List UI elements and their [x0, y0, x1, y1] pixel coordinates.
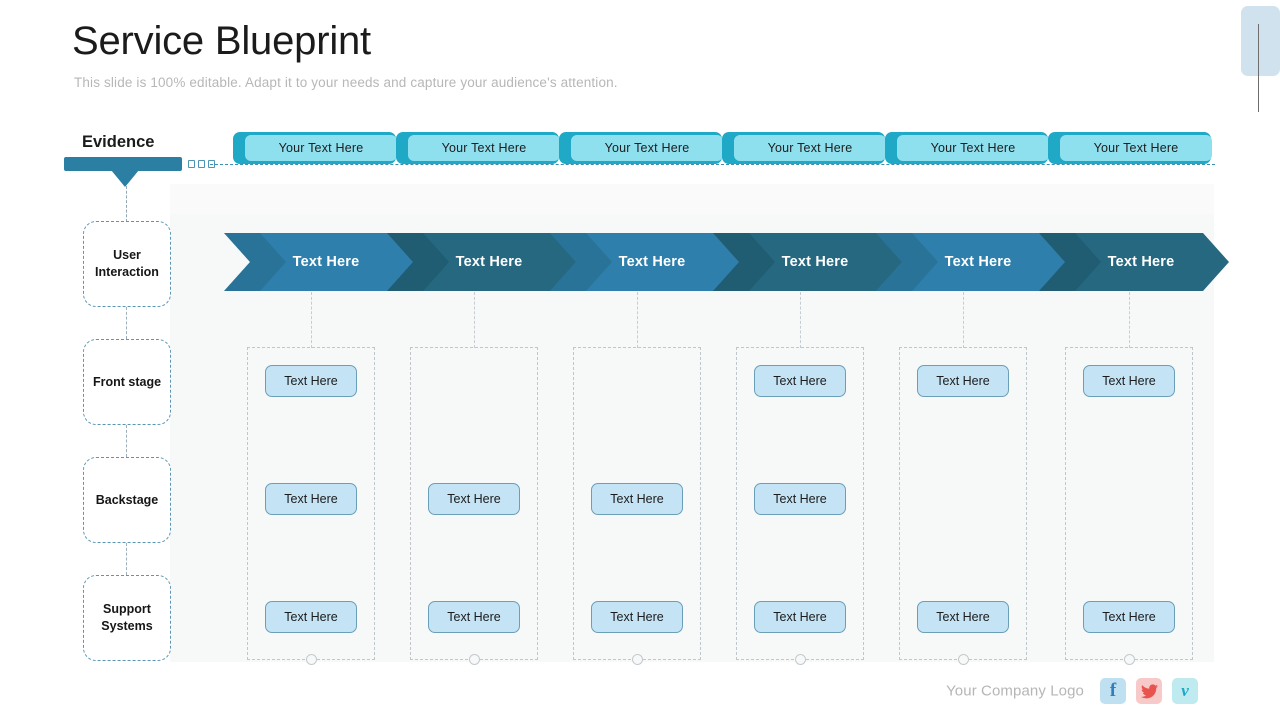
- evidence-pill-label: Your Text Here: [1060, 135, 1212, 161]
- column-end-dot-1: [305, 654, 317, 665]
- process-chevron-5[interactable]: Text Here: [876, 233, 1066, 291]
- column-end-dot-2: [468, 654, 480, 665]
- chevron-label: Text Here: [781, 254, 849, 270]
- grid-cell-r3-c3[interactable]: Text Here: [591, 601, 683, 633]
- grid-cell-r3-c1[interactable]: Text Here: [265, 601, 357, 633]
- chevron-label: Text Here: [455, 254, 523, 270]
- stage-box-1[interactable]: User Interaction: [83, 221, 171, 307]
- evidence-pill-3[interactable]: Your Text Here: [559, 132, 723, 164]
- column-end-dot-5: [957, 654, 969, 665]
- stage-box-3[interactable]: Backstage: [83, 457, 171, 543]
- process-chevron-2[interactable]: Text Here: [387, 233, 577, 291]
- column-end-dot-3: [631, 654, 643, 665]
- process-chevron-4[interactable]: Text Here: [713, 233, 903, 291]
- grid-cell-r2-c2[interactable]: Text Here: [428, 483, 520, 515]
- grid-cell-r1-c4[interactable]: Text Here: [754, 365, 846, 397]
- chevron-label: Text Here: [944, 254, 1012, 270]
- evidence-pill-5[interactable]: Your Text Here: [885, 132, 1049, 164]
- facebook-glyph: f: [1109, 680, 1117, 701]
- column-end-dot-6: [1123, 654, 1135, 665]
- grid-cell-r3-c4[interactable]: Text Here: [754, 601, 846, 633]
- stage-box-2[interactable]: Front stage: [83, 339, 171, 425]
- page-title: Service Blueprint: [72, 19, 371, 63]
- page-subtitle: This slide is 100% editable. Adapt it to…: [74, 75, 618, 90]
- chevron-drop-line-6: [1129, 292, 1130, 348]
- scrollbar-thumb[interactable]: [1241, 6, 1280, 76]
- evidence-pill-1[interactable]: Your Text Here: [233, 132, 397, 164]
- chevron-drop-line-5: [963, 292, 964, 348]
- stage-connector-1: [126, 307, 127, 339]
- evidence-pill-4[interactable]: Your Text Here: [722, 132, 886, 164]
- grid-cell-r3-c6[interactable]: Text Here: [1083, 601, 1175, 633]
- evidence-dashed-line: [210, 163, 1215, 165]
- twitter-icon[interactable]: [1136, 678, 1162, 704]
- twitter-bird-glyph: [1140, 683, 1158, 698]
- grid-cell-r1-c6[interactable]: Text Here: [1083, 365, 1175, 397]
- chevron-drop-line-3: [637, 292, 638, 348]
- process-chevron-1[interactable]: Text Here: [224, 233, 414, 291]
- evidence-pill-6[interactable]: Your Text Here: [1048, 132, 1212, 164]
- grid-cell-r2-c1[interactable]: Text Here: [265, 483, 357, 515]
- grid-cell-r3-c2[interactable]: Text Here: [428, 601, 520, 633]
- evidence-pill-label: Your Text Here: [571, 135, 723, 161]
- grid-cell-r2-c4[interactable]: Text Here: [754, 483, 846, 515]
- vimeo-icon[interactable]: v: [1172, 678, 1198, 704]
- evidence-pointer-triangle-icon: [111, 170, 139, 187]
- evidence-label: Evidence: [82, 133, 155, 151]
- facebook-icon[interactable]: f: [1100, 678, 1126, 704]
- chevron-drop-line-1: [311, 292, 312, 348]
- chevron-label: Text Here: [618, 254, 686, 270]
- evidence-dot-2: [198, 160, 205, 168]
- evidence-pill-label: Your Text Here: [897, 135, 1049, 161]
- chevron-label: Text Here: [1107, 254, 1175, 270]
- evidence-connector-line: [126, 186, 127, 222]
- stage-box-4[interactable]: Support Systems: [83, 575, 171, 661]
- vimeo-glyph: v: [1181, 681, 1189, 700]
- stage-connector-3: [126, 543, 127, 575]
- company-logo-text: Your Company Logo: [946, 682, 1084, 700]
- evidence-pill-label: Your Text Here: [245, 135, 397, 161]
- evidence-bar: [64, 157, 182, 171]
- process-chevron-6[interactable]: Text Here: [1039, 233, 1229, 291]
- chevron-drop-line-4: [800, 292, 801, 348]
- process-chevron-3[interactable]: Text Here: [550, 233, 740, 291]
- grid-cell-r1-c5[interactable]: Text Here: [917, 365, 1009, 397]
- evidence-pill-label: Your Text Here: [408, 135, 560, 161]
- scrollbar-track-line: [1258, 24, 1259, 112]
- column-end-dot-4: [794, 654, 806, 665]
- chevron-drop-line-2: [474, 292, 475, 348]
- chevron-label: Text Here: [292, 254, 360, 270]
- grid-cell-r1-c1[interactable]: Text Here: [265, 365, 357, 397]
- blueprint-panel-top-strip: [170, 184, 1214, 214]
- evidence-pill-label: Your Text Here: [734, 135, 886, 161]
- grid-cell-r2-c3[interactable]: Text Here: [591, 483, 683, 515]
- grid-cell-r3-c5[interactable]: Text Here: [917, 601, 1009, 633]
- stage-connector-2: [126, 425, 127, 457]
- evidence-dot-1: [188, 160, 195, 168]
- evidence-pill-2[interactable]: Your Text Here: [396, 132, 560, 164]
